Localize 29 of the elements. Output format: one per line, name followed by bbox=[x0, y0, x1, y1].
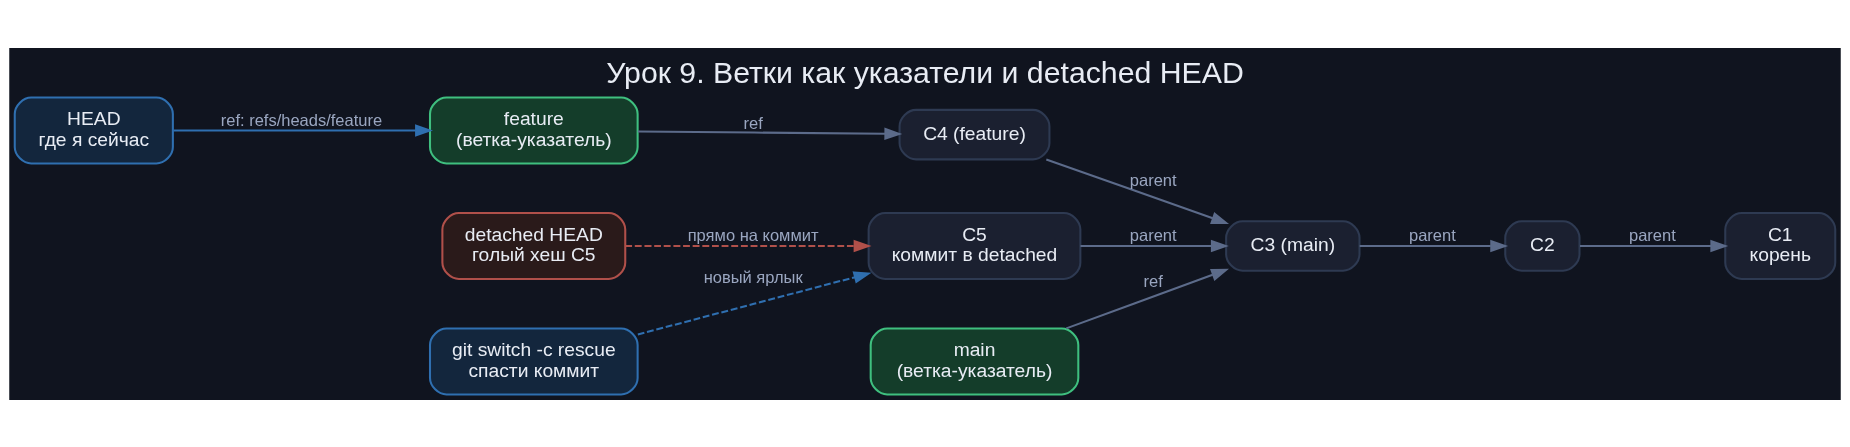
edge-label: новый ярлык bbox=[703, 267, 803, 286]
arrow bbox=[1359, 239, 1509, 252]
arrow bbox=[1579, 239, 1729, 252]
node-box: git switch -c rescue спасти коммит bbox=[428, 326, 639, 396]
node-box: detached HEAD голый хеш C5 bbox=[441, 211, 627, 280]
edge-label: parent bbox=[1129, 170, 1177, 189]
node-box: feature (ветка-указатель) bbox=[428, 95, 639, 165]
node-box: C5 коммит в detached bbox=[867, 211, 1082, 280]
arrow bbox=[625, 239, 872, 252]
node-box: C3 (main) bbox=[1225, 219, 1361, 272]
diagram-title: Урок 9. Ветки как указатели и detached HEAD bbox=[606, 55, 1244, 89]
node-box: HEAD где я сейчас bbox=[13, 95, 174, 165]
arrow bbox=[637, 127, 903, 140]
node-box: main (ветка-указатель) bbox=[869, 326, 1080, 396]
arrow bbox=[637, 270, 872, 335]
edge-label: parent bbox=[1628, 225, 1676, 244]
edge-label: ref: refs/heads/feature bbox=[220, 110, 383, 129]
node-box: C4 (feature) bbox=[898, 108, 1051, 160]
arrow bbox=[1045, 158, 1229, 224]
node-box: C2 bbox=[1504, 219, 1581, 272]
arrow bbox=[173, 123, 433, 137]
edge-label: ref bbox=[743, 113, 763, 132]
arrow bbox=[1065, 268, 1229, 329]
node-box: C1 корень bbox=[1724, 211, 1837, 280]
edge-label: parent bbox=[1408, 225, 1456, 244]
edge-label: parent bbox=[1129, 225, 1177, 244]
edge-label: прямо на коммит bbox=[687, 225, 819, 244]
edge-label: ref bbox=[1143, 271, 1163, 290]
arrow bbox=[1080, 239, 1229, 252]
